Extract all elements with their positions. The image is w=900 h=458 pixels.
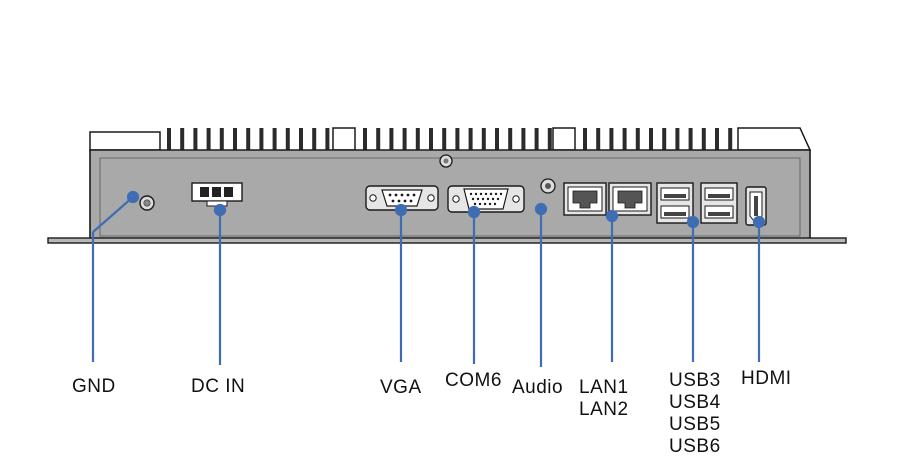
- heatsink-fin: [662, 128, 667, 150]
- com6-connector: [447, 185, 525, 213]
- heatsink-fin: [193, 128, 198, 150]
- heatsink-fin: [180, 128, 185, 150]
- lan2-label: LAN2: [579, 399, 629, 420]
- chassis-inner-frame: [99, 157, 801, 237]
- heatsink-fin: [455, 128, 460, 150]
- heatsink-fin: [402, 128, 407, 150]
- usb-stack-1: [656, 182, 694, 224]
- vga-label: VGA: [380, 377, 422, 398]
- dc-in-leader-dot: [213, 203, 227, 217]
- heatsink-fin: [363, 128, 367, 150]
- heatsink-fin: [508, 128, 513, 150]
- heatsink-fin: [167, 128, 171, 150]
- heatsink-fin: [415, 128, 420, 150]
- usb-label: USB3 USB4 USB5 USB6: [669, 370, 721, 457]
- gnd-leader-dot: [126, 190, 140, 204]
- com6-leader-dot: [467, 205, 481, 219]
- heatsink-fins: [167, 128, 733, 150]
- heatsink-fin: [233, 128, 237, 150]
- vga-connector: [365, 185, 439, 211]
- heatsink-left-shoulder: [89, 131, 161, 151]
- heatsink-fin: [534, 128, 539, 150]
- heatsink-fin: [325, 128, 330, 150]
- heatsink-fin: [583, 128, 587, 150]
- hdmi-label: HDMI: [741, 368, 792, 389]
- dc-in-connector: [191, 182, 243, 207]
- heatsink-fin: [246, 128, 251, 150]
- usb3-label: USB3: [669, 370, 721, 391]
- vga-leader-dot: [394, 203, 408, 217]
- heatsink-fin: [481, 128, 486, 150]
- gnd-label: GND: [72, 376, 116, 397]
- heatsink-fin: [688, 128, 693, 150]
- audio-leader-dot: [534, 202, 548, 216]
- heatsink-fin: [715, 128, 719, 150]
- heatsink-right-shoulder: [737, 127, 812, 151]
- top-screw: [439, 154, 453, 168]
- heatsink-fin: [521, 128, 526, 150]
- usb5-label: USB5: [669, 414, 721, 435]
- heatsink-fin: [635, 128, 640, 150]
- audio-jack: [540, 178, 556, 194]
- heatsink-center-tab: [332, 127, 356, 151]
- hdmi-leader-dot: [752, 215, 766, 229]
- heatsink-fin: [675, 128, 680, 150]
- dc-in-label: DC IN: [191, 376, 246, 397]
- heatsink-fin: [596, 128, 601, 150]
- com6-label: COM6: [445, 370, 502, 391]
- heatsink-fin: [206, 128, 211, 150]
- heatsink-fin: [272, 128, 277, 150]
- audio-label: Audio: [512, 377, 564, 398]
- usb6-label: USB6: [669, 436, 721, 457]
- heatsink-fin: [389, 128, 394, 150]
- heatsink-center-tab: [552, 127, 576, 151]
- heatsink-fin: [622, 128, 627, 150]
- lan-label: LAN1 LAN2: [579, 377, 629, 421]
- lan-leader-dot: [605, 209, 619, 223]
- heatsink-fin: [468, 128, 473, 150]
- usb-leader-dot: [686, 215, 700, 229]
- heatsink-fin: [701, 128, 706, 150]
- heatsink-fin: [728, 128, 733, 150]
- lan-port-2: [608, 182, 652, 216]
- heatsink-fin: [547, 128, 552, 150]
- lan-port-1: [563, 182, 607, 216]
- usb-stack-2: [700, 182, 738, 224]
- heatsink-fin: [376, 128, 381, 150]
- heatsink-fin: [429, 128, 433, 150]
- gnd-leader: [92, 196, 134, 233]
- heatsink-fin: [312, 128, 317, 150]
- mounting-flange: [47, 237, 847, 244]
- heatsink-fin: [609, 128, 614, 150]
- heatsink-fin: [285, 128, 290, 150]
- heatsink-fin: [495, 128, 499, 150]
- heatsink-fin: [219, 128, 224, 150]
- heatsink-fin: [442, 128, 447, 150]
- hdmi-connector: [745, 186, 767, 226]
- heatsink-fin: [649, 128, 653, 150]
- heatsink-fin: [299, 128, 303, 150]
- heatsink-fin: [259, 128, 264, 150]
- usb4-label: USB4: [669, 392, 721, 413]
- lan1-label: LAN1: [579, 377, 629, 398]
- leader-lines: [91, 190, 766, 367]
- gnd-screw: [139, 195, 155, 211]
